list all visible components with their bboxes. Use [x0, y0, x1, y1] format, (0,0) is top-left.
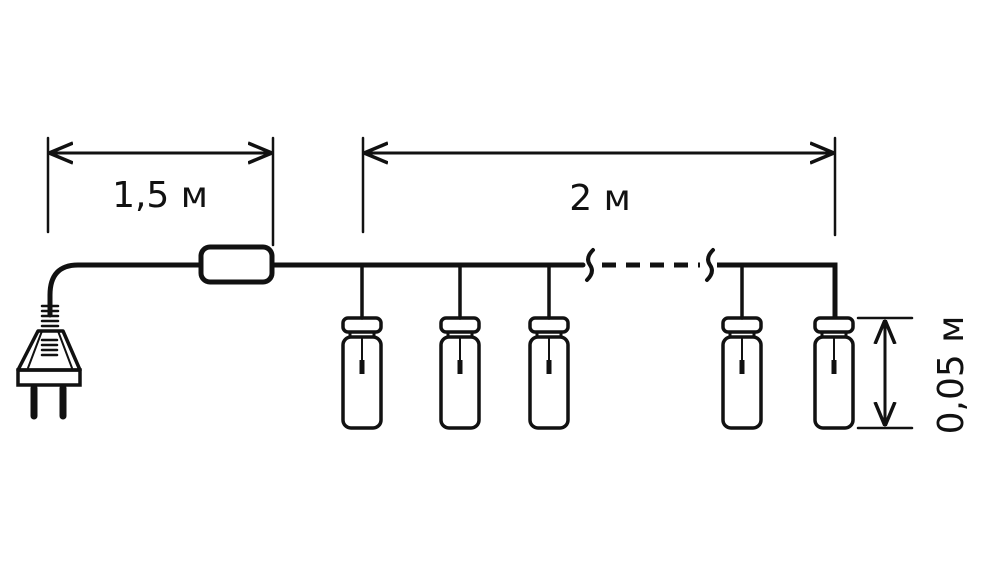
- bulb-icon: [528, 263, 570, 430]
- bulbs: [341, 263, 855, 430]
- power-cord: [47, 262, 204, 318]
- break-mark-left: [585, 248, 595, 282]
- plug-icon: [16, 304, 82, 420]
- string-length-label: 2 м: [569, 178, 631, 219]
- string-length-dimension: [361, 136, 837, 237]
- cord-length-dimension: [46, 136, 275, 247]
- cord-length-label: 1,5 м: [112, 175, 208, 216]
- bulb-icon: [813, 316, 855, 430]
- bulb-height-dimension: [856, 316, 914, 430]
- bulb-icon: [341, 263, 383, 430]
- bulb-height-label: 0,05 м: [931, 316, 972, 435]
- break-mark-right: [705, 248, 715, 282]
- controller-box: [198, 244, 275, 285]
- wire-end: [717, 262, 838, 318]
- bulb-icon: [721, 263, 763, 430]
- bulb-icon: [439, 263, 481, 430]
